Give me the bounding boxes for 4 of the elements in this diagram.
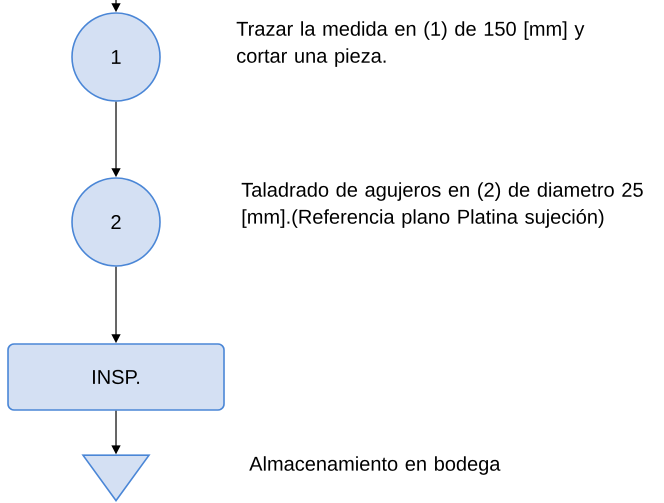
step-description: Trazar la medida en (1) de 150 [mm] y cortar una pieza. <box>236 21 584 67</box>
inspection-box: INSP. <box>7 343 225 411</box>
step-description: Almacenamiento en bodega <box>249 456 500 475</box>
step-description: Taladrado de agujeros en (2) de diametro 25 [mm].(Referencia plano Platina sujeción) <box>242 182 643 228</box>
